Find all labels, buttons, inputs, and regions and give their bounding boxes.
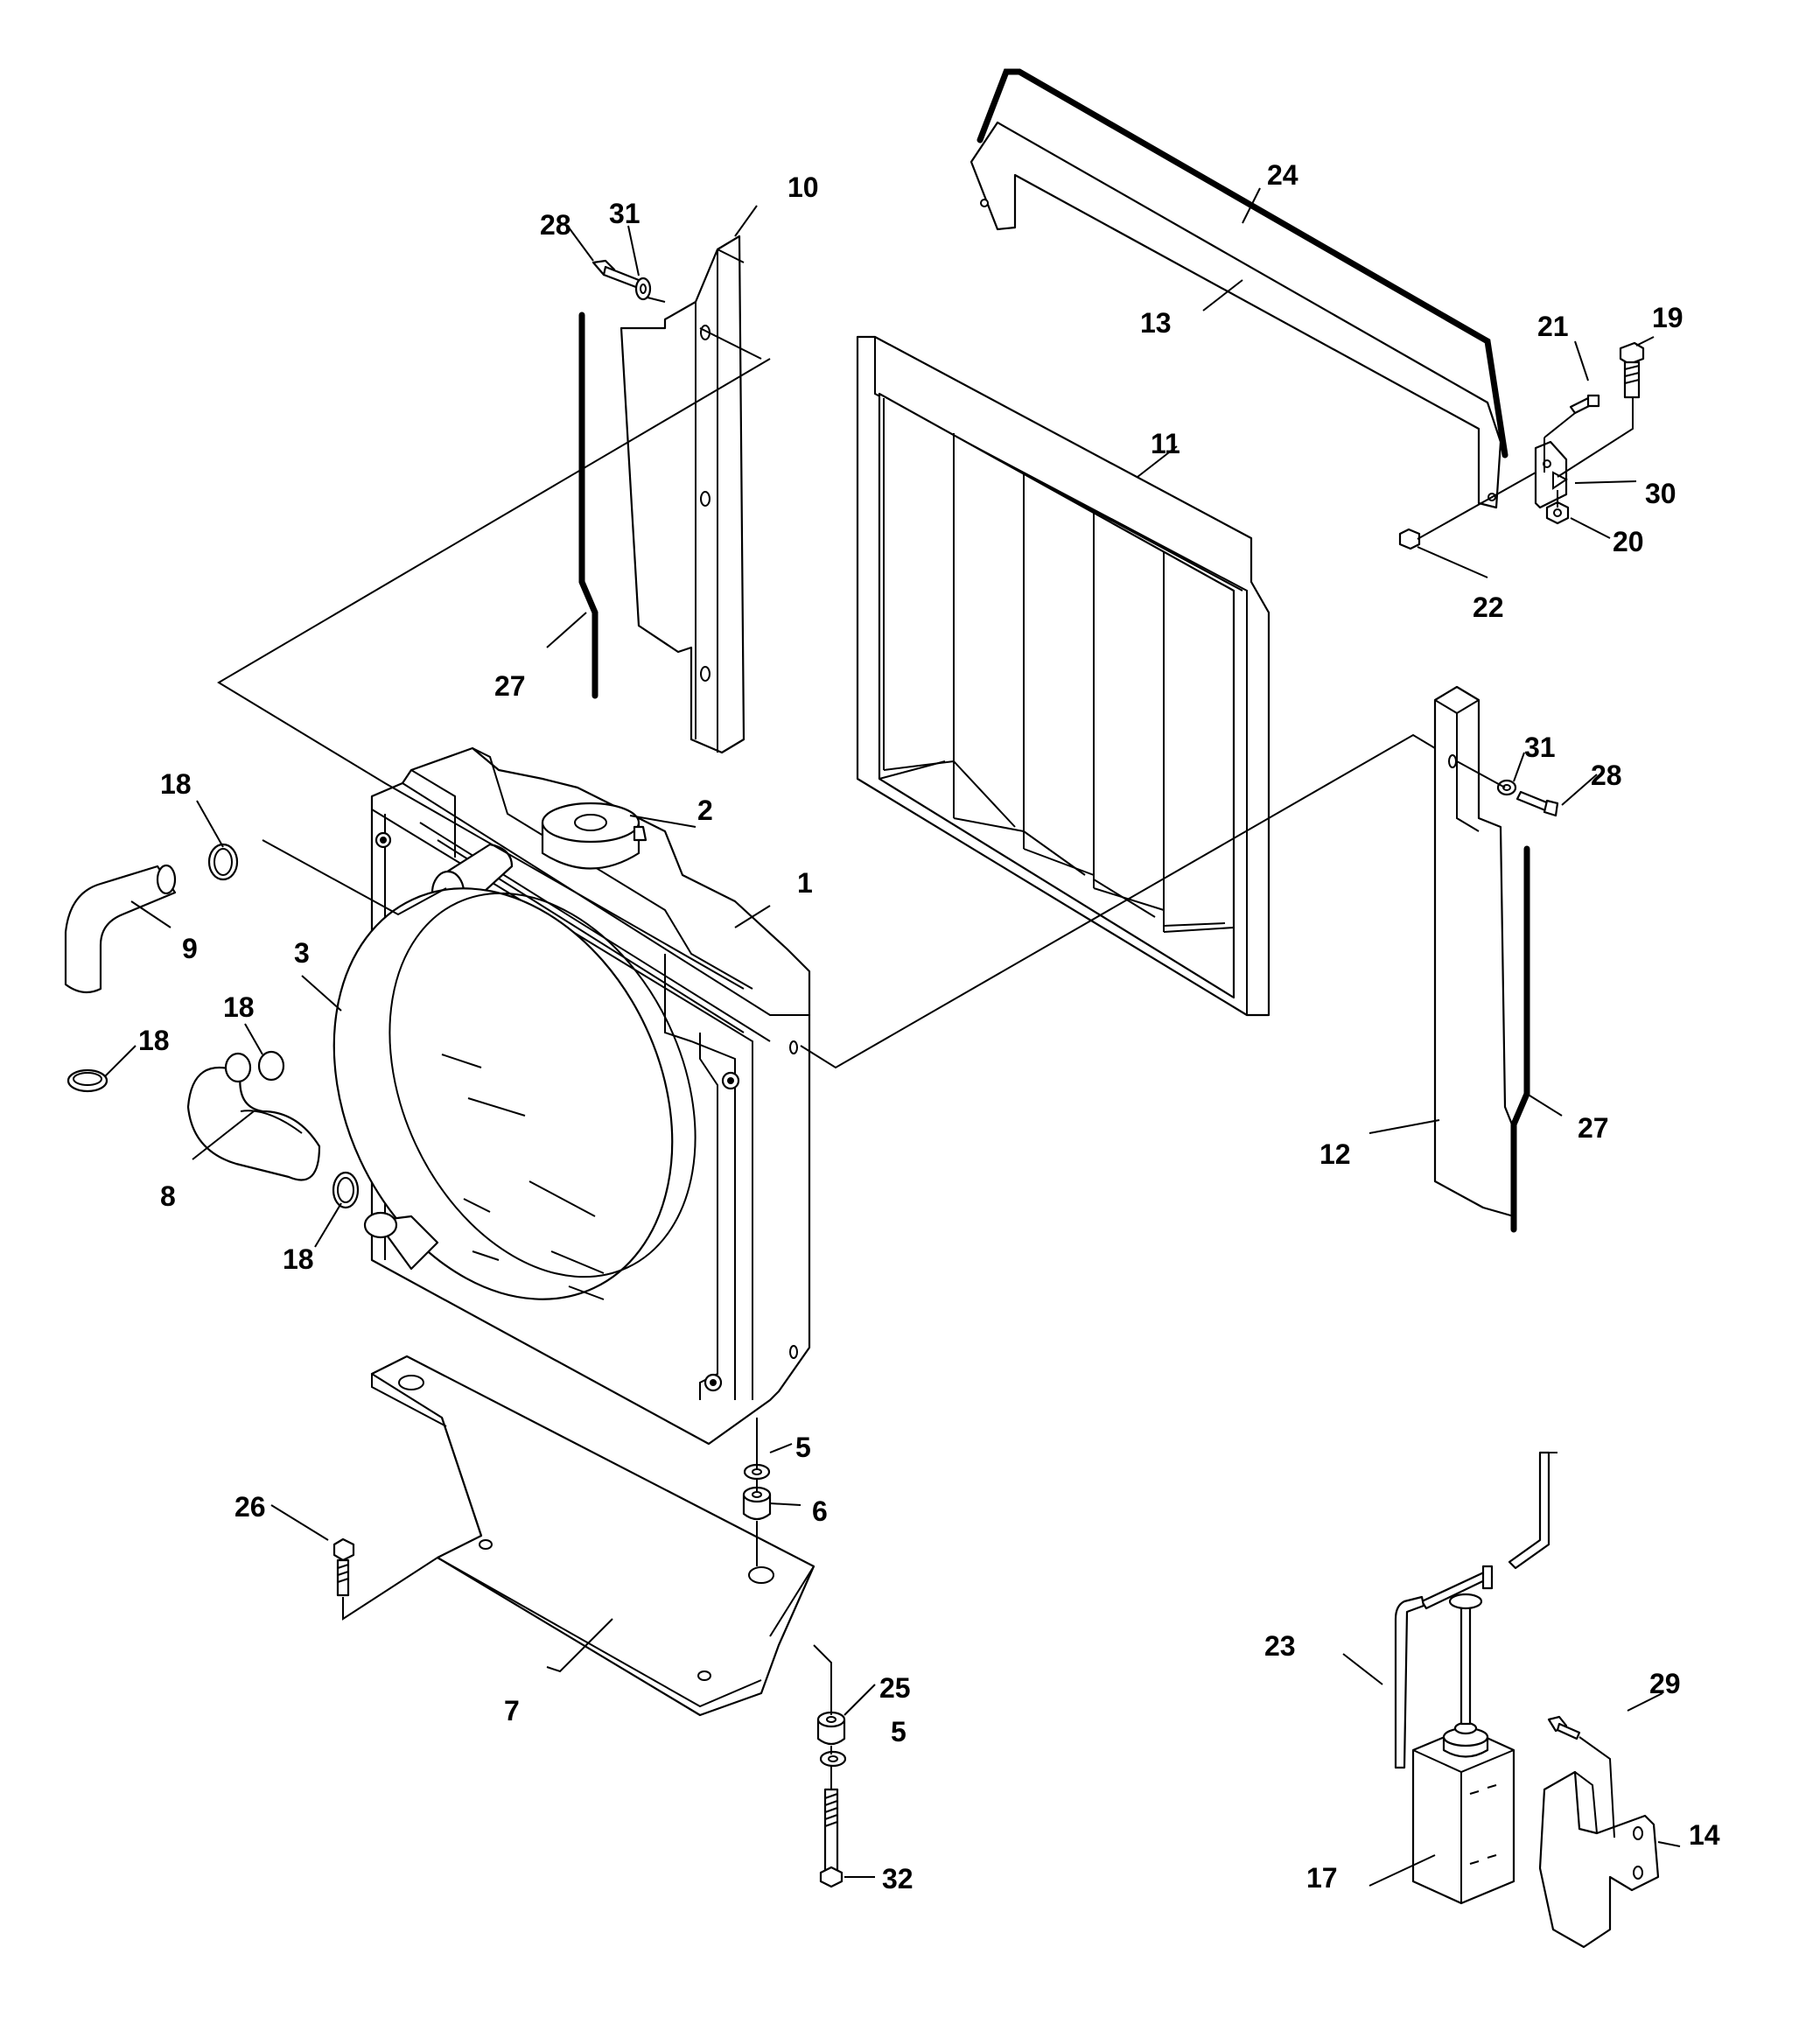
coolant-reservoir	[1411, 1565, 1516, 1905]
callout-18-top: 18	[160, 768, 192, 800]
callout-12: 12	[1320, 1138, 1351, 1170]
callout-11: 11	[1151, 428, 1180, 459]
bolt-28-right	[1516, 790, 1559, 817]
radiator-cap	[541, 802, 648, 870]
fan-ring	[332, 887, 696, 1300]
mount-isolator-25	[816, 1711, 846, 1746]
bolt-26	[332, 1537, 355, 1597]
top-seal-strip	[976, 68, 1508, 459]
callout-5-upper: 5	[795, 1432, 811, 1463]
callout-27-left: 27	[494, 670, 526, 702]
callout-6: 6	[812, 1495, 828, 1527]
upper-hose	[64, 864, 177, 994]
callout-22: 22	[1473, 592, 1504, 623]
callout-10: 10	[788, 172, 819, 203]
callout-9: 9	[182, 933, 198, 964]
washer-31-left	[634, 277, 652, 301]
filler-tube	[1508, 1451, 1558, 1570]
callout-25: 25	[879, 1672, 911, 1704]
callout-28-left: 28	[540, 209, 571, 241]
callout-26: 26	[234, 1491, 266, 1523]
lower-hose	[186, 1066, 321, 1181]
overflow-tube-23	[1394, 1595, 1425, 1769]
callout-8: 8	[160, 1180, 176, 1212]
seal-strip-right	[1510, 845, 1530, 1233]
callout-29: 29	[1649, 1668, 1681, 1699]
callout-18-left: 18	[138, 1025, 170, 1056]
nut-20	[1545, 501, 1570, 525]
callout-21: 21	[1537, 311, 1569, 342]
callout-13: 13	[1140, 307, 1172, 339]
hose-clamp-18-middle	[224, 1050, 285, 1083]
callout-1: 1	[797, 867, 813, 899]
reservoir-bracket	[1538, 1770, 1660, 1949]
washer-31-right	[1496, 779, 1517, 796]
seal-strip-left	[578, 312, 598, 699]
callout-3: 3	[294, 937, 310, 969]
callout-32: 32	[882, 1863, 914, 1894]
callout-5-lower: 5	[891, 1716, 906, 1747]
callout-2: 2	[697, 795, 713, 826]
bolt-29	[1547, 1715, 1615, 1838]
mounting-bracket	[370, 1355, 816, 1717]
callout-31-left: 31	[609, 198, 640, 229]
hose-clamp-18-bottom-left	[66, 1068, 108, 1093]
hose-clamp-18-lower	[332, 1171, 360, 1209]
mount-isolator-6	[742, 1486, 772, 1521]
callout-leaders	[104, 187, 1681, 1887]
lower-outlet-pipe	[363, 1211, 439, 1271]
callout-17: 17	[1306, 1862, 1338, 1894]
callout-18-middle: 18	[223, 991, 255, 1023]
callout-30: 30	[1645, 478, 1676, 509]
side-baffle-right	[1433, 685, 1516, 1218]
bolt-19	[1619, 341, 1645, 399]
callout-23: 23	[1264, 1630, 1296, 1662]
nut-22	[1398, 528, 1421, 550]
callout-labels: 1 2 3 5 5 6 7 8 9 10 11 12 13 14 17 18 1…	[138, 159, 1720, 1894]
callout-31-right: 31	[1524, 732, 1556, 763]
side-baffle-left	[620, 235, 746, 754]
washer-5-lower	[819, 1750, 847, 1768]
callout-27-right: 27	[1578, 1112, 1609, 1144]
fan-shroud-frame	[856, 335, 1270, 1017]
top-baffle	[970, 121, 1502, 509]
corner-bracket	[1534, 440, 1568, 509]
bolt-21	[1569, 394, 1600, 415]
callout-24: 24	[1267, 159, 1298, 191]
hose-clamp-18-top	[207, 843, 239, 881]
callout-19: 19	[1652, 302, 1684, 333]
callout-14: 14	[1689, 1819, 1720, 1851]
bolt-32	[819, 1788, 844, 1888]
callout-7: 7	[504, 1695, 520, 1726]
callout-20: 20	[1613, 526, 1644, 557]
callout-18-lower: 18	[283, 1243, 314, 1275]
callout-28-right: 28	[1591, 760, 1622, 791]
